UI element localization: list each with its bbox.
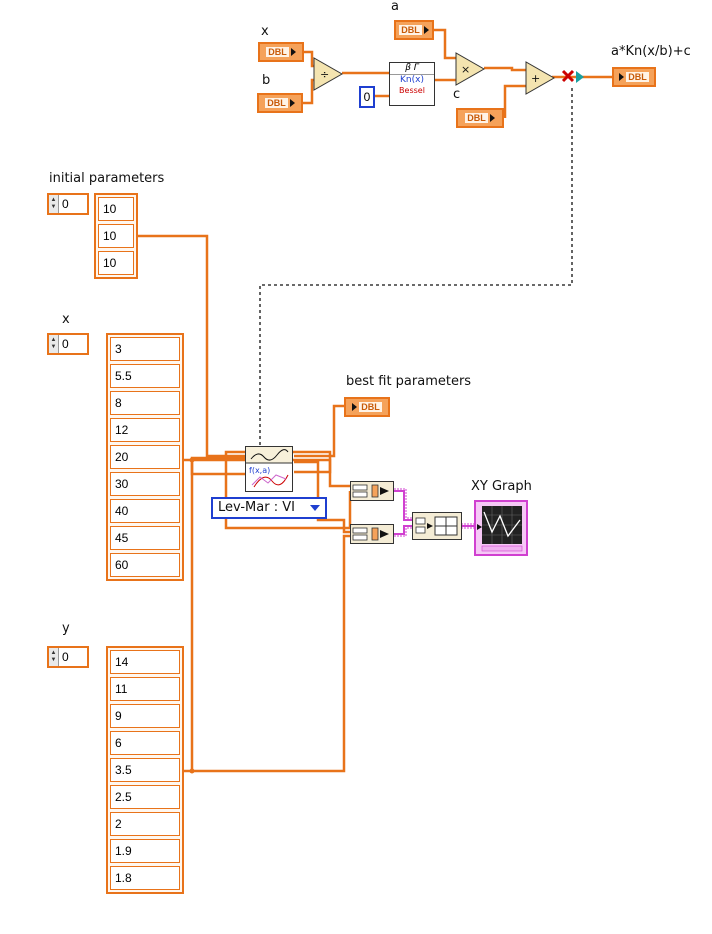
input-arrow-icon	[619, 73, 625, 81]
b-type: DBL	[265, 98, 288, 108]
wire-direction-arrow-icon	[576, 71, 584, 83]
a-control[interactable]: DBL	[394, 20, 434, 40]
x-array-element[interactable]: 45	[110, 526, 180, 550]
broken-wire-icon[interactable]	[561, 69, 575, 83]
y-array-element[interactable]: 2	[110, 812, 180, 836]
a-type: DBL	[399, 25, 422, 35]
bessel-icon-middle: Kn(x)	[400, 75, 424, 85]
bessel-order-constant[interactable]: 0	[359, 86, 375, 108]
best-fit-parameters-indicator[interactable]: DBL	[344, 397, 390, 417]
index-value: 0	[62, 197, 69, 211]
wire-bundle2-to-build	[394, 525, 412, 535]
initial-parameters-element[interactable]: 10	[98, 224, 134, 248]
output-arrow-icon	[290, 48, 296, 56]
wire-vi-reference	[259, 88, 573, 448]
build-array-icon	[415, 516, 458, 536]
x-label: x	[261, 24, 269, 39]
y-array-element[interactable]: 6	[110, 731, 180, 755]
output-arrow-icon	[289, 99, 295, 107]
wire-a-to-multiply	[433, 28, 457, 60]
initial-parameters-label: initial parameters	[49, 171, 165, 186]
y-array-element[interactable]: 2.5	[110, 785, 180, 809]
add-node[interactable]: +	[525, 61, 556, 95]
y-array-element[interactable]: 11	[110, 677, 180, 701]
index-value: 0	[62, 650, 69, 664]
x-array[interactable]: 3 5.5 8 12 20 30 40 45 60	[106, 333, 184, 581]
x-control[interactable]: DBL	[258, 42, 304, 62]
output-arrow-icon	[489, 114, 495, 122]
divide-node[interactable]: ÷	[313, 57, 344, 91]
chevron-down-icon[interactable]	[310, 505, 320, 511]
multiply-node[interactable]: ×	[455, 52, 486, 86]
x-array-label: x	[62, 312, 70, 327]
xy-graph-indicator[interactable]	[474, 500, 528, 556]
x-array-element[interactable]: 3	[110, 337, 180, 361]
x-array-element[interactable]: 20	[110, 445, 180, 469]
build-array-node[interactable]	[412, 512, 462, 540]
wire-y-to-fit	[182, 456, 245, 773]
wire-fit-bestfit-to-bundle	[294, 460, 350, 534]
bundle-node-top[interactable]	[350, 481, 394, 501]
a-label: a	[391, 0, 399, 14]
wire-multiply-to-add	[484, 66, 528, 72]
y-array[interactable]: 14 11 9 6 3.5 2.5 2 1.9 1.8	[106, 646, 184, 894]
c-type: DBL	[465, 113, 488, 123]
bundle-node-bottom[interactable]	[350, 524, 394, 544]
xy-graph-label: XY Graph	[471, 479, 532, 494]
index-spinner-icon[interactable]: ▲▼	[49, 648, 59, 666]
bundle-icon	[352, 484, 389, 498]
c-label: c	[453, 87, 461, 102]
wire-bundle1-to-build	[394, 490, 412, 521]
x-type: DBL	[266, 47, 289, 57]
x-array-element[interactable]: 8	[110, 391, 180, 415]
bundle-icon	[352, 527, 389, 541]
output-arrow-icon	[423, 26, 429, 34]
index-spinner-icon[interactable]: ▲▼	[49, 195, 59, 213]
y-array-element[interactable]: 1.9	[110, 839, 180, 863]
svg-text:+: +	[531, 72, 540, 85]
output-indicator[interactable]: DBL	[612, 67, 656, 87]
initial-parameters-index[interactable]: ▲▼ 0	[47, 193, 89, 215]
b-control[interactable]: DBL	[257, 93, 303, 113]
x-array-index[interactable]: ▲▼ 0	[47, 333, 89, 355]
fit-method-selector[interactable]: Lev-Mar : VI	[211, 497, 327, 519]
nonlinear-curve-fit-vi[interactable]: f(x,a)	[245, 446, 293, 492]
x-array-element[interactable]: 12	[110, 418, 180, 442]
y-array-label: y	[62, 621, 70, 636]
xy-graph-icon	[477, 506, 523, 552]
bessel-function-node[interactable]: β Γ Kn(x) Bessel	[389, 62, 435, 106]
wire-c-to-add	[503, 84, 528, 118]
initial-parameters-element[interactable]: 10	[98, 251, 134, 275]
wire-fit-to-best-params	[294, 404, 344, 458]
y-array-element[interactable]: 14	[110, 650, 180, 674]
initial-parameters-element[interactable]: 10	[98, 197, 134, 221]
svg-text:f(x,a): f(x,a)	[249, 466, 270, 475]
output-label: a*Kn(x/b)+c	[611, 44, 691, 59]
wire-y-to-bundle-bottom	[192, 534, 350, 773]
x-array-element[interactable]: 60	[110, 553, 180, 577]
b-label: b	[262, 73, 271, 88]
bessel-icon-top: β Γ	[390, 63, 434, 75]
y-array-element[interactable]: 9	[110, 704, 180, 728]
output-type: DBL	[626, 72, 649, 82]
input-arrow-icon	[352, 403, 358, 411]
bessel-icon-bottom: Bessel	[399, 86, 425, 95]
svg-text:÷: ÷	[320, 68, 329, 81]
index-value: 0	[62, 337, 69, 351]
x-array-element[interactable]: 30	[110, 472, 180, 496]
initial-parameters-array[interactable]: 10 10 10	[94, 193, 138, 279]
curve-fit-icon: f(x,a)	[246, 447, 292, 488]
x-array-element[interactable]: 5.5	[110, 364, 180, 388]
best-fit-parameters-label: best fit parameters	[346, 374, 472, 389]
y-array-element[interactable]: 1.8	[110, 866, 180, 890]
x-array-element[interactable]: 40	[110, 499, 180, 523]
c-control[interactable]: DBL	[456, 108, 504, 128]
best-fit-type: DBL	[359, 402, 382, 412]
fit-method-value: Lev-Mar : VI	[218, 500, 295, 515]
y-array-index[interactable]: ▲▼ 0	[47, 646, 89, 668]
svg-text:×: ×	[461, 63, 470, 76]
y-array-element[interactable]: 3.5	[110, 758, 180, 782]
index-spinner-icon[interactable]: ▲▼	[49, 335, 59, 353]
